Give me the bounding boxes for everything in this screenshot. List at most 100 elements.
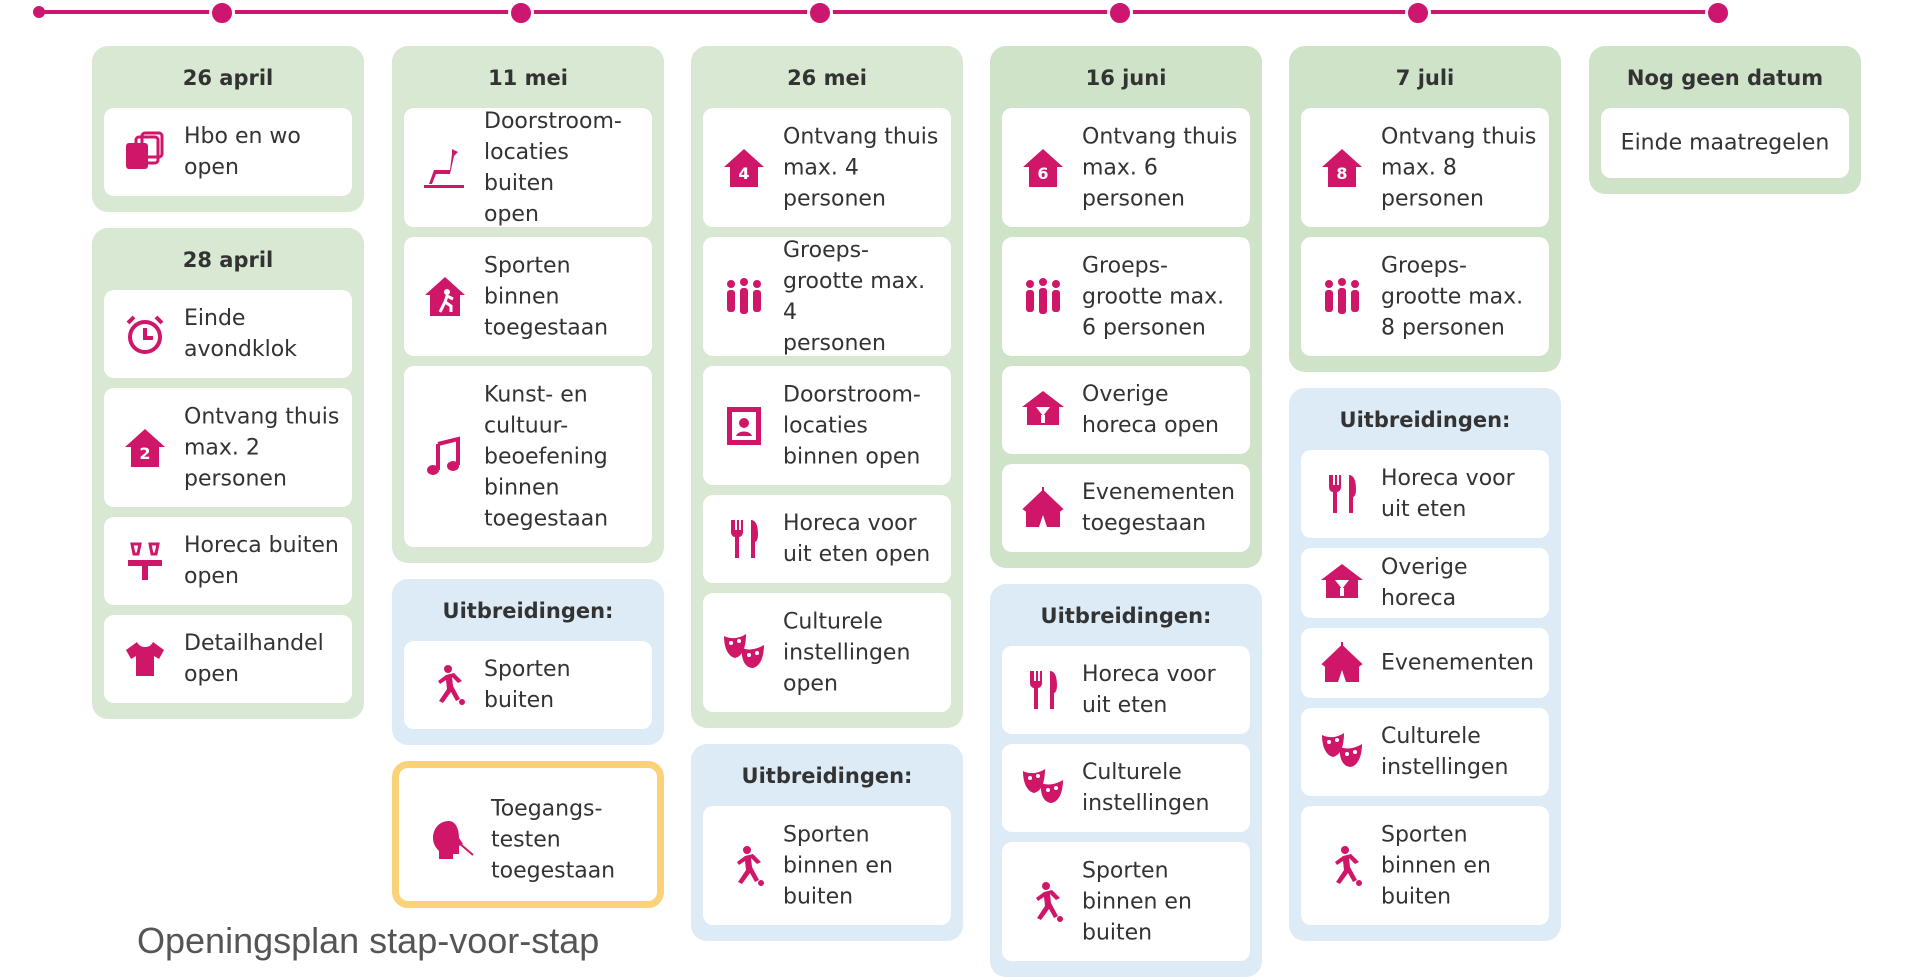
measure-card: Overige horeca [1301, 548, 1549, 618]
house-4-icon: 4 [721, 145, 767, 191]
measure-card: Doorstroom- locaties buiten open [404, 108, 652, 227]
circus-tent-icon [1020, 485, 1066, 531]
testing-panel: Toegangs- testen toegestaan [392, 761, 664, 908]
theater-masks-icon [1319, 729, 1365, 775]
measure-card: Groeps- grootte max. 8 personen [1301, 237, 1549, 356]
measure-card: Horeca voor uit eten [1301, 450, 1549, 538]
timeline-line [40, 10, 1730, 14]
indoor-sport-icon [422, 274, 468, 320]
house-8-icon: 8 [1319, 145, 1365, 191]
svg-text:4: 4 [738, 164, 749, 183]
step-date: 7 juli [1395, 66, 1455, 90]
measure-card: Horeca buiten open [104, 517, 352, 605]
measure-text: Sporten binnen en buiten [1082, 858, 1192, 945]
timeline-node [1705, 0, 1731, 26]
measure-text: Evenementen [1381, 650, 1534, 676]
timeline-node [1107, 0, 1133, 26]
measure-text: Horeca voor uit eten open [783, 511, 931, 567]
measure-text: Groeps- grootte max. 4 personen [783, 237, 926, 356]
group-icon [1319, 274, 1365, 320]
timeline-node [807, 0, 833, 26]
step-date: 26 april [182, 66, 274, 90]
measure-text: Einde avondklok [184, 306, 297, 362]
measure-text: Horeca voor uit eten [1381, 466, 1515, 522]
measure-text: Ontvang thuis max. 8 personen [1381, 124, 1537, 211]
measure-text: Culturele instellingen open [783, 609, 911, 696]
measure-card: 6 Ontvang thuis max. 6 personen [1002, 108, 1250, 227]
giraffe-icon [422, 145, 468, 191]
measure-card: Evenementen toegestaan [1002, 464, 1250, 552]
runner-icon [721, 843, 767, 889]
measure-card: Doorstroom- locaties binnen open [703, 366, 951, 485]
timeline-node [508, 0, 534, 26]
measure-text: Doorstroom- locaties buiten open [484, 108, 622, 227]
timeline-start-dot [33, 6, 45, 18]
measure-card: Einde maatregelen [1601, 108, 1849, 178]
measure-card: Groeps- grootte max. 4 personen [703, 237, 951, 356]
svg-text:8: 8 [1336, 164, 1347, 183]
measure-card: Kunst- en cultuur- beoefening binnen toe… [404, 366, 652, 547]
extensions-panel: Uitbreidingen: Sporten binnen en buiten [691, 744, 963, 941]
measure-text: Sporten binnen toegestaan [484, 253, 609, 340]
measure-card: Hbo en wo open [104, 108, 352, 196]
measure-card: Sporten binnen en buiten [703, 806, 951, 925]
cutlery-icon [721, 516, 767, 562]
measure-text: Ontvang thuis max. 6 personen [1082, 124, 1238, 211]
measure-card: Toegangs- testen toegestaan [411, 780, 645, 899]
measure-text: Einde maatregelen [1620, 130, 1830, 156]
alarm-clock-icon [122, 311, 168, 357]
measure-text: Culturele instellingen [1082, 760, 1210, 816]
caption: Openingsplan stap-voor-stap [137, 920, 600, 961]
extensions-title: Uitbreidingen: [1339, 408, 1511, 432]
group-icon [721, 274, 767, 320]
music-note-icon [422, 434, 468, 480]
measure-text: Overige horeca [1381, 555, 1468, 611]
terrace-icon [122, 538, 168, 584]
cutlery-icon [1020, 667, 1066, 713]
measure-text: Kunst- en cultuur- beoefening binnen toe… [484, 382, 609, 531]
measure-card: Culturele instellingen open [703, 593, 951, 712]
cutlery-icon [1319, 471, 1365, 517]
measure-card: Culturele instellingen [1301, 708, 1549, 796]
measure-text: Horeca voor uit eten [1082, 662, 1216, 718]
house-2-icon: 2 [122, 425, 168, 471]
measure-card: Sporten binnen en buiten [1301, 806, 1549, 925]
measure-card: Horeca voor uit eten open [703, 495, 951, 583]
measure-card: Sporten binnen en buiten [1002, 842, 1250, 961]
step-date: 16 juni [1085, 66, 1167, 90]
step-date: 26 mei [787, 66, 867, 90]
swab-test-icon [429, 817, 475, 863]
runner-icon [422, 662, 468, 708]
measure-card: Overige horeca open [1002, 366, 1250, 454]
measure-text: Sporten binnen en buiten [783, 822, 893, 909]
measure-card: 8 Ontvang thuis max. 8 personen [1301, 108, 1549, 227]
extensions-title: Uitbreidingen: [741, 764, 913, 788]
measure-card: Detailhandel open [104, 615, 352, 703]
svg-text:2: 2 [139, 444, 150, 463]
measure-text: Overige horeca open [1082, 382, 1219, 438]
measure-text: Groeps- grootte max. 8 personen [1381, 253, 1524, 340]
books-icon [122, 129, 168, 175]
theater-masks-icon [1020, 765, 1066, 811]
measure-text: Sporten binnen en buiten [1381, 822, 1491, 909]
house-6-icon: 6 [1020, 145, 1066, 191]
extensions-title: Uitbreidingen: [442, 599, 614, 623]
timeline-node [1405, 0, 1431, 26]
measure-text: Sporten buiten [484, 657, 571, 713]
measure-card: Sporten buiten [404, 641, 652, 729]
measure-card: Groeps- grootte max. 6 personen [1002, 237, 1250, 356]
measure-card: Sporten binnen toegestaan [404, 237, 652, 356]
measure-card: Evenementen [1301, 628, 1549, 698]
